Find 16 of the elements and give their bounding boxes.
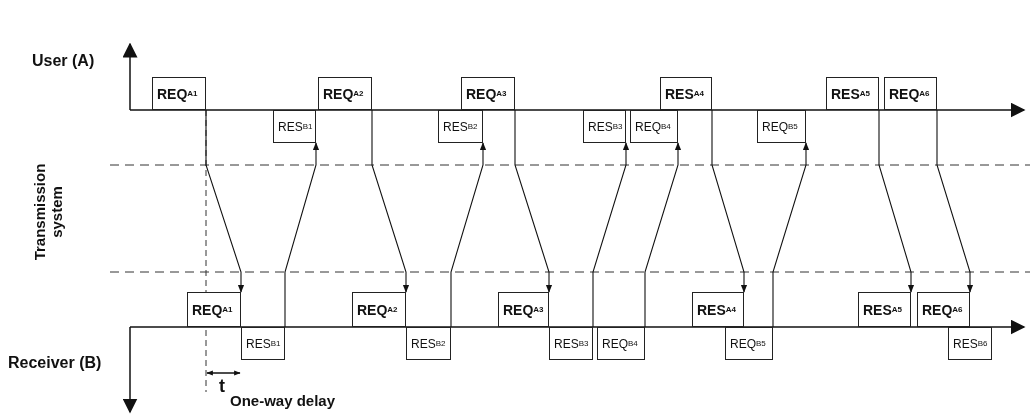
arrow [936, 109, 974, 293]
arrow [644, 142, 682, 328]
arrow [878, 109, 915, 293]
arrow [450, 142, 487, 328]
arrow [371, 109, 410, 293]
arrow [205, 109, 245, 293]
dimension-label: One-way delay [230, 392, 336, 409]
arrow [514, 109, 553, 293]
dimension-label: t [219, 376, 225, 397]
axis-label: User (A) [32, 52, 95, 70]
axis-label: Transmission system [31, 162, 65, 262]
axis-label: Receiver (B) [8, 354, 102, 372]
arrow [711, 109, 748, 293]
arrow [284, 142, 320, 328]
arrow [592, 142, 630, 328]
arrow [772, 142, 810, 328]
